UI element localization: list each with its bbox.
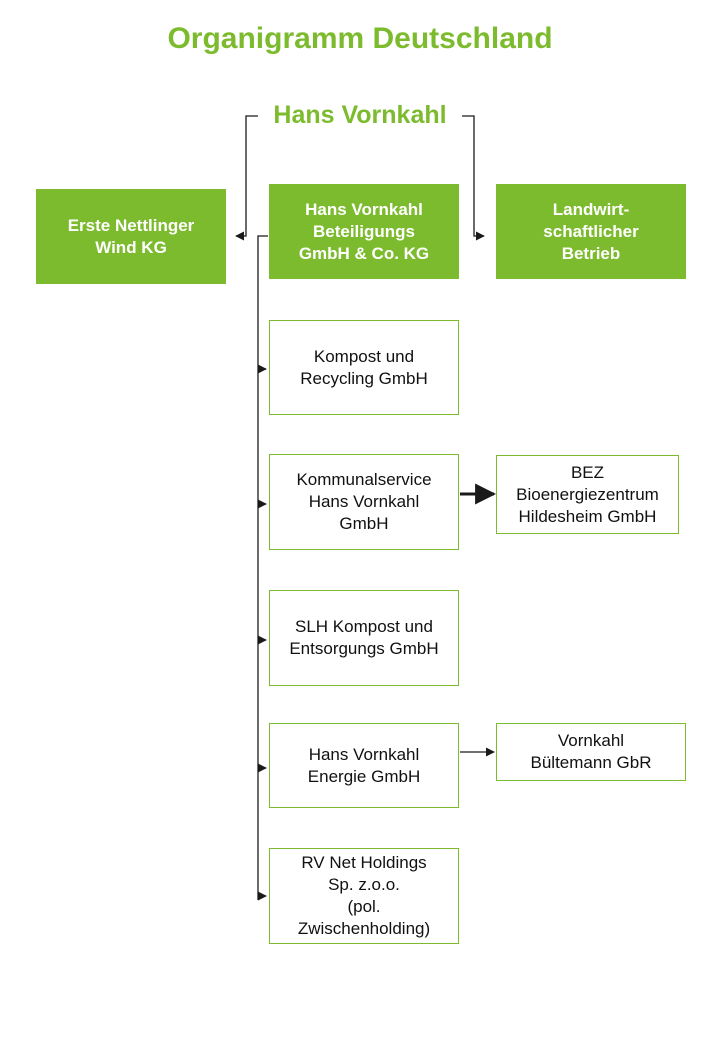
box-label: Kompost und Recycling GmbH (300, 346, 428, 388)
box-landwirtschaftlicher-betrieb: Landwirt- schaftlicher Betrieb (496, 184, 686, 279)
box-kommunalservice: Kommunalservice Hans Vornkahl GmbH (269, 454, 459, 550)
box-label: Hans Vornkahl Beteiligungs GmbH & Co. KG (298, 199, 430, 263)
box-vornkahl-energie: Hans Vornkahl Energie GmbH (269, 723, 459, 808)
box-label: Hans Vornkahl Energie GmbH (307, 744, 421, 786)
box-label: Vornkahl Bültemann GbR (530, 731, 652, 772)
box-label: Kommunalservice Hans Vornkahl GmbH (296, 470, 432, 533)
box-kompost-recycling: Kompost und Recycling GmbH (269, 320, 459, 415)
box-label: Landwirt- schaftlicher Betrieb (543, 199, 639, 263)
box-rv-net-holdings: RV Net Holdings Sp. z.o.o. (pol. Zwische… (269, 848, 459, 944)
box-label: BEZ Bioenergiezentrum Hildesheim GmbH (516, 462, 659, 526)
box-label: Erste Nettlinger Wind KG (67, 215, 195, 257)
box-label: RV Net Holdings Sp. z.o.o. (pol. Zwische… (297, 853, 431, 938)
box-beteiligungs-gmbh: Hans Vornkahl Beteiligungs GmbH & Co. KG (269, 184, 459, 279)
box-vornkahl-bueltemann-gbr: Vornkahl Bültemann GbR (496, 723, 686, 781)
owner-to-wind-kg-connector (235, 115, 258, 241)
holding-trunk-line (257, 235, 268, 900)
box-slh-kompost: SLH Kompost und Entsorgungs GmbH (269, 590, 459, 686)
page-title: Organigramm Deutschland (167, 22, 553, 55)
box-erste-nettlinger-wind-kg: Erste Nettlinger Wind KG (36, 189, 226, 284)
box-label: SLH Kompost und Entsorgungs GmbH (289, 617, 439, 658)
owner-name: Hans Vornkahl (273, 101, 447, 129)
box-bez-bioenergiezentrum: BEZ Bioenergiezentrum Hildesheim GmbH (496, 455, 679, 534)
owner-to-betrieb-connector (462, 115, 485, 241)
